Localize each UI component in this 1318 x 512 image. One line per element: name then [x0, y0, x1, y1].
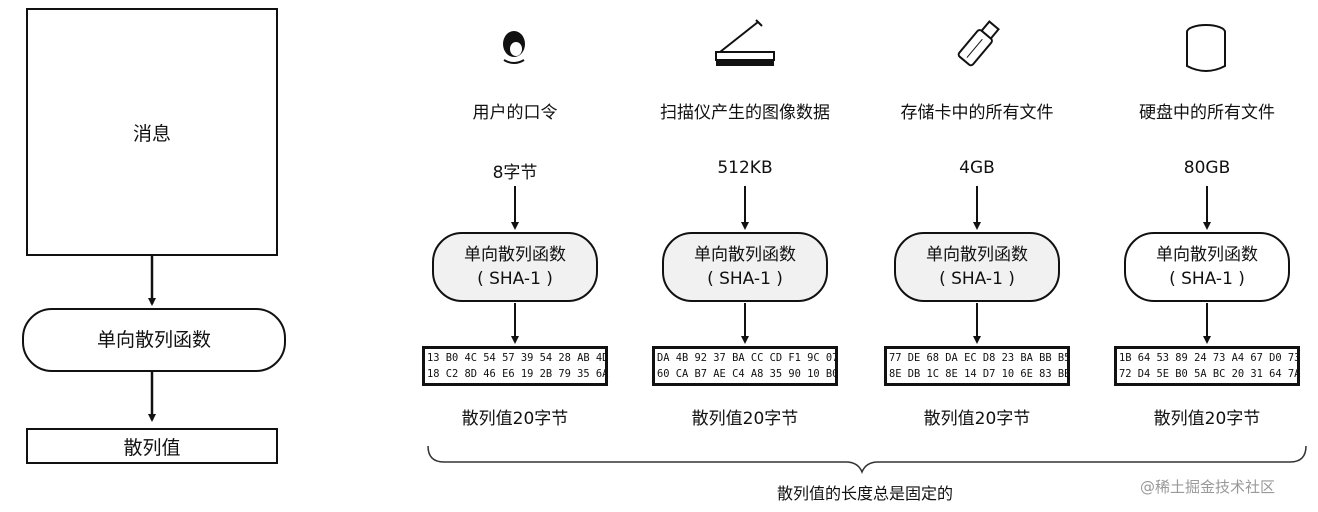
hash-function-pill: 单向散列函数 ( SHA-1 ) — [662, 232, 828, 302]
column-arrows — [511, 186, 1211, 344]
input-size: 512KB — [717, 158, 773, 178]
function-name: 单向散列函数 — [1156, 245, 1258, 265]
hash-value-label: 散列值 — [123, 436, 181, 459]
message-box: 消息 — [26, 8, 278, 256]
hash-caption: 散列值20字节 — [923, 409, 1031, 429]
hash-function-pill: 单向散列函数 ( SHA-1 ) — [432, 232, 598, 302]
hash-value-box: 散列值 — [26, 428, 278, 464]
column-title: 存储卡中的所有文件 — [900, 103, 1054, 123]
function-algo: ( SHA-1 ) — [1169, 269, 1245, 289]
hash-row: 1B 64 53 89 24 73 A4 67 D0 73 — [1119, 352, 1301, 364]
hash-row: 72 D4 5E B0 5A BC 20 31 64 7A — [1119, 368, 1301, 380]
hash-value-box: DA 4B 92 37 BA CC CD F1 9C 07 60 CA B7 A… — [652, 346, 838, 386]
hash-row: 8E DB 1C 8E 14 D7 10 6E 83 BB — [889, 368, 1071, 380]
person-icon — [503, 31, 525, 64]
hash-row: 13 B0 4C 54 57 39 54 28 AB 4D — [427, 352, 609, 364]
hash-function-pill: 单向散列函数 ( SHA-1 ) — [894, 232, 1060, 302]
hash-row: 60 CA B7 AE C4 A8 35 90 10 B0 — [657, 368, 839, 380]
input-size: 4GB — [959, 158, 995, 178]
hash-function-pill: 单向散列函数 ( SHA-1 ) — [1124, 232, 1290, 302]
hash-row: 18 C2 8D 46 E6 19 2B 79 35 6A — [427, 368, 609, 380]
function-name: 单向散列函数 — [464, 245, 566, 265]
column-title: 扫描仪产生的图像数据 — [660, 103, 830, 123]
scanner-icon — [715, 19, 775, 66]
input-size: 8字节 — [492, 163, 538, 183]
function-name: 单向散列函数 — [926, 245, 1028, 265]
usb-drive-icon — [957, 20, 1000, 67]
curly-brace — [427, 445, 1307, 475]
hash-value-box: 77 DE 68 DA EC D8 23 BA BB B5 8E DB 1C 8… — [884, 346, 1070, 386]
function-algo: ( SHA-1 ) — [707, 269, 783, 289]
function-algo: ( SHA-1 ) — [477, 269, 553, 289]
message-label: 消息 — [132, 122, 171, 145]
hash-caption: 散列值20字节 — [691, 409, 799, 429]
column-title: 用户的口令 — [472, 103, 558, 123]
hash-value-box: 1B 64 53 89 24 73 A4 67 D0 73 72 D4 5E B… — [1114, 346, 1300, 386]
hash-function-box: 单向散列函数 — [22, 308, 286, 372]
hash-function-label: 单向散列函数 — [96, 329, 211, 351]
hash-value-box: 13 B0 4C 54 57 39 54 28 AB 4D 18 C2 8D 4… — [422, 346, 608, 386]
hash-caption: 散列值20字节 — [1153, 409, 1261, 429]
hash-row: 77 DE 68 DA EC D8 23 BA BB B5 — [889, 352, 1071, 364]
input-size: 80GB — [1183, 158, 1231, 178]
function-name: 单向散列函数 — [694, 245, 796, 265]
hash-row: DA 4B 92 37 BA CC CD F1 9C 07 — [657, 352, 839, 364]
hard-disk-icon — [1186, 24, 1226, 72]
column-title: 硬盘中的所有文件 — [1139, 103, 1275, 123]
brace-label: 散列值的长度总是固定的 — [776, 484, 953, 503]
watermark: @稀土掘金技术社区 — [1140, 478, 1276, 496]
hash-caption: 散列值20字节 — [461, 409, 569, 429]
function-algo: ( SHA-1 ) — [939, 269, 1015, 289]
